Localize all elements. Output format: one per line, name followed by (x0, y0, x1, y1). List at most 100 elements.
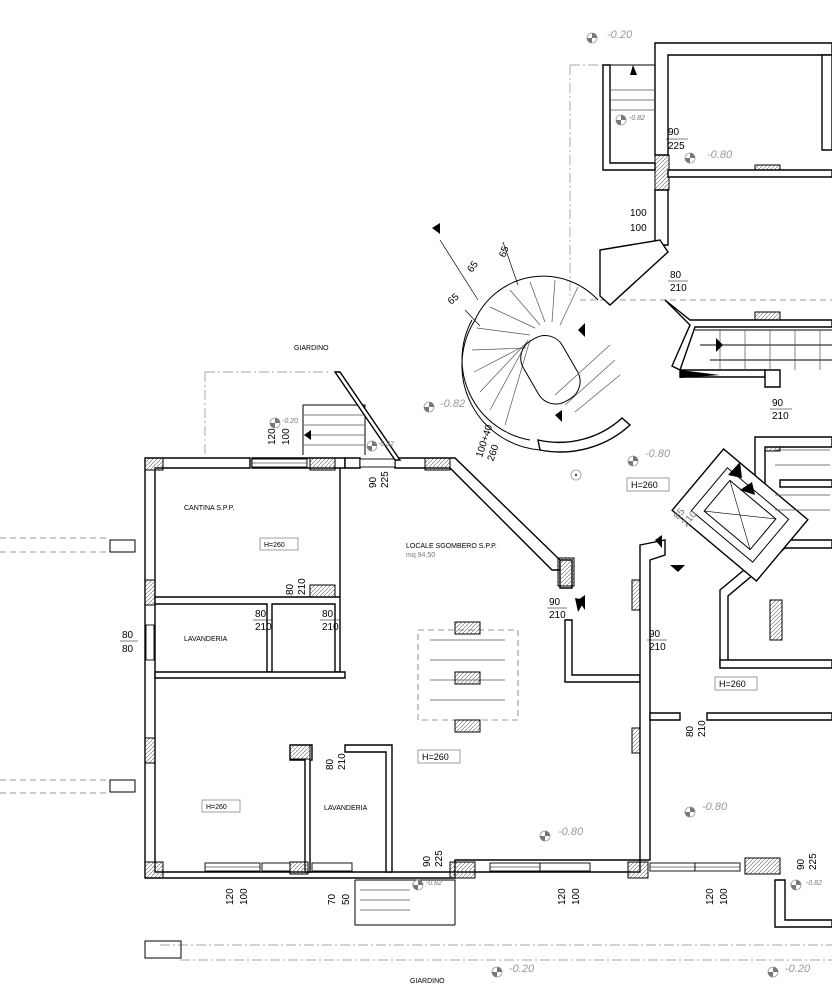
svg-text:80: 80 (670, 270, 682, 281)
svg-text:225: 225 (434, 850, 445, 867)
level-text: -0.82 (378, 441, 394, 448)
svg-text:90: 90 (549, 597, 561, 608)
dimension-label: 120 100 (557, 888, 582, 905)
dimension-label: 90 225 (422, 850, 445, 867)
svg-text:90: 90 (796, 858, 807, 870)
svg-text:260: 260 (486, 443, 502, 463)
svg-text:50: 50 (341, 893, 352, 905)
level-marker-fill (424, 402, 434, 412)
svg-text:100: 100 (630, 208, 647, 219)
svg-text:H=260: H=260 (206, 804, 227, 811)
entry-stairs (302, 64, 832, 926)
svg-text:210: 210 (697, 720, 708, 737)
dimension-label: 80 210 (285, 578, 308, 595)
level-text: -0.80 (558, 826, 584, 838)
elevator-block (671, 448, 809, 582)
room-label-lavanderia: LAVANDERIA (184, 636, 228, 643)
dimension-label: 100 100 (630, 208, 647, 234)
svg-text:120: 120 (705, 888, 716, 905)
svg-text:80: 80 (255, 609, 267, 620)
level-marker-fill (492, 967, 502, 977)
vent-box (109, 779, 136, 793)
svg-text:70: 70 (327, 893, 338, 905)
dimension-label: 120 100 (267, 428, 292, 445)
svg-text:210: 210 (649, 642, 666, 653)
svg-text:210: 210 (670, 283, 687, 294)
room-label-cantina: CANTINA S.P.P. (184, 505, 234, 512)
direction-arrows (304, 65, 797, 890)
level-marker-fill (685, 153, 695, 163)
dimension-label: 80 210 (253, 609, 273, 633)
height-tag: H=260 (714, 676, 758, 691)
level-marker-fill (628, 456, 638, 466)
level-markers (269, 32, 802, 978)
svg-text:100: 100 (630, 223, 647, 234)
room-area: mq 94,50 (406, 552, 435, 559)
svg-text:90: 90 (422, 855, 433, 867)
level-marker-fill (616, 115, 626, 125)
svg-text:65: 65 (497, 244, 511, 259)
svg-text:210: 210 (255, 622, 272, 633)
level-marker-fill (768, 967, 778, 977)
manhole-box (144, 940, 182, 959)
svg-text:90: 90 (368, 476, 379, 488)
windows (145, 458, 741, 872)
dimension-label: 90 210 (770, 398, 792, 422)
svg-text:H=260: H=260 (422, 752, 449, 762)
room-label-lavanderia: LAVANDERIA (324, 805, 368, 812)
svg-text:90: 90 (772, 398, 784, 409)
walls-left-block (144, 457, 641, 879)
dimension-label: 90 225 (796, 853, 819, 870)
svg-text:100: 100 (281, 428, 292, 445)
level-text: -0.80 (707, 149, 733, 161)
level-marker-fill (587, 33, 597, 43)
level-text: -0.80 (645, 448, 671, 460)
dimension-label: 90 225 (368, 471, 391, 488)
dimension-label: 90 225 (666, 127, 688, 152)
level-text: -0.80 (702, 801, 728, 813)
level-text: -0.20 (509, 963, 535, 975)
svg-text:210: 210 (549, 610, 566, 621)
svg-text:225: 225 (808, 853, 819, 870)
height-tag: H=260 (626, 477, 670, 492)
svg-text:80: 80 (122, 644, 134, 655)
spiral-staircase (461, 275, 632, 453)
level-marker-fill (791, 880, 801, 890)
svg-text:225: 225 (380, 471, 391, 488)
level-text: -0.82 (426, 880, 442, 887)
svg-text:80: 80 (685, 725, 696, 737)
dimension-label: 80 80 (120, 630, 138, 655)
svg-text:90: 90 (668, 127, 680, 138)
level-text: -0.82 (629, 115, 645, 122)
svg-text:80: 80 (322, 609, 334, 620)
svg-text:80: 80 (122, 630, 134, 641)
walls-right-block (599, 42, 832, 928)
vent-box (109, 539, 136, 553)
svg-text:225: 225 (668, 141, 685, 152)
svg-text:120: 120 (267, 428, 278, 445)
height-tag: H=260 (259, 537, 299, 551)
garden-label: GIARDINO (410, 978, 445, 985)
svg-text:210: 210 (337, 753, 348, 770)
level-text: -0.82 (440, 398, 465, 410)
svg-text:H=260: H=260 (719, 679, 746, 689)
svg-text:H=260: H=260 (631, 480, 658, 490)
dimension-label: 80 210 (685, 720, 708, 737)
svg-text:100: 100 (571, 888, 582, 905)
room-label-locale-sgombero: LOCALE SGOMBERO S.P.P. (406, 543, 497, 550)
svg-text:210: 210 (772, 411, 789, 422)
dimension-label: 80 210 (325, 753, 348, 770)
boundary-lines (0, 64, 832, 961)
svg-text:80: 80 (285, 583, 296, 595)
level-marker-fill (685, 807, 695, 817)
dimension-label: 80 210 (668, 270, 688, 294)
dimension-label: 120 100 (705, 888, 730, 905)
dimension-label: 70 50 (327, 893, 352, 905)
svg-text:100: 100 (239, 888, 250, 905)
svg-text:120: 120 (557, 888, 568, 905)
svg-text:80: 80 (325, 758, 336, 770)
garden-label: GIARDINO (294, 345, 329, 352)
svg-text:100: 100 (719, 888, 730, 905)
inner-stair-outline (417, 621, 519, 733)
